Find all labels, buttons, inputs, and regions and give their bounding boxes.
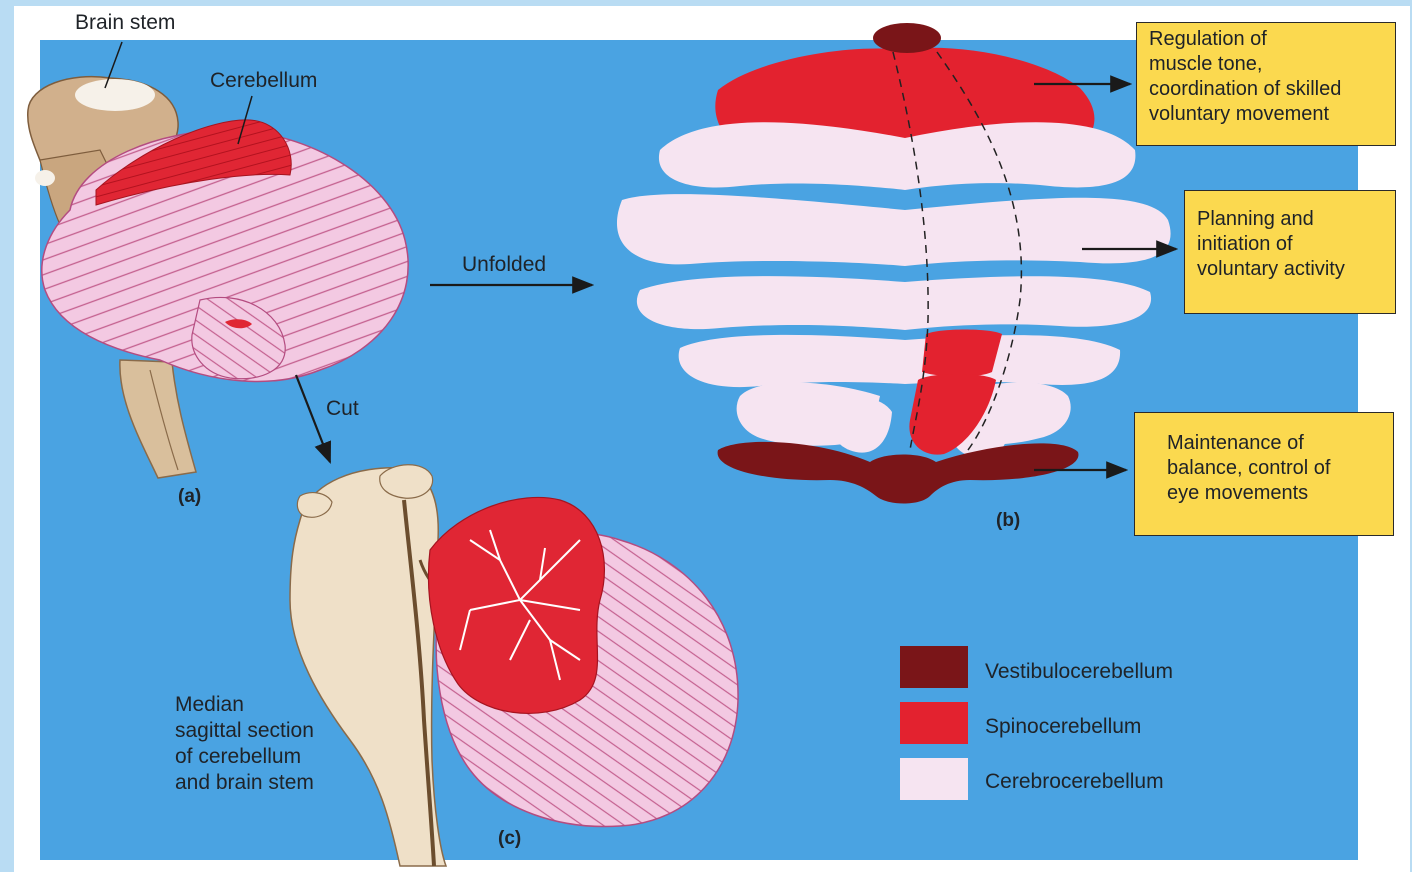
legend-label-vestibulo: Vestibulocerebellum [985,659,1173,685]
vestibulo-function-box: Maintenance of balance, control of eye m… [1134,412,1394,536]
legend-swatch-cerebro [900,758,968,800]
spino-function-line: muscle tone, [1149,52,1383,77]
spino-function-line: Regulation of [1149,27,1383,52]
legend-label-spino: Spinocerebellum [985,714,1141,740]
vestibulo-function-line: Maintenance of [1167,431,1381,456]
vestibulo-function-line: balance, control of [1167,456,1381,481]
median-caption-line: Median [175,692,314,718]
cerebellum-label: Cerebellum [210,68,317,94]
cut-label: Cut [326,396,359,422]
cerebellum-unfolded-figure [617,23,1171,504]
legend-swatch-spino [900,702,968,744]
cerebro-function-line: voluntary activity [1197,257,1383,282]
spino-function-line: coordination of skilled [1149,77,1383,102]
legend-swatch-vestibulo [900,646,968,688]
cerebro-function-line: initiation of [1197,232,1383,257]
median-caption-line: and brain stem [175,770,314,796]
legend-label-cerebro: Cerebrocerebellum [985,769,1164,795]
median-caption: Median sagittal section of cerebellum an… [175,692,314,796]
cerebro-function-box: Planning and initiation of voluntary act… [1184,190,1396,314]
cut-arrow [296,375,330,462]
spino-function-line: voluntary movement [1149,102,1383,127]
panel-b-label: (b) [996,508,1020,534]
cerebro-function-line: Planning and [1197,207,1383,232]
brain-stem-label: Brain stem [75,10,175,36]
median-caption-line: sagittal section [175,718,314,744]
panel-c-label: (c) [498,826,521,852]
spino-function-box: Regulation of muscle tone, coordination … [1136,22,1396,146]
unfolded-label: Unfolded [462,252,546,278]
panel-a-label: (a) [178,484,201,510]
sagittal-section-figure [290,465,738,866]
vestibulo-function-line: eye movements [1167,481,1381,506]
median-caption-line: of cerebellum [175,744,314,770]
